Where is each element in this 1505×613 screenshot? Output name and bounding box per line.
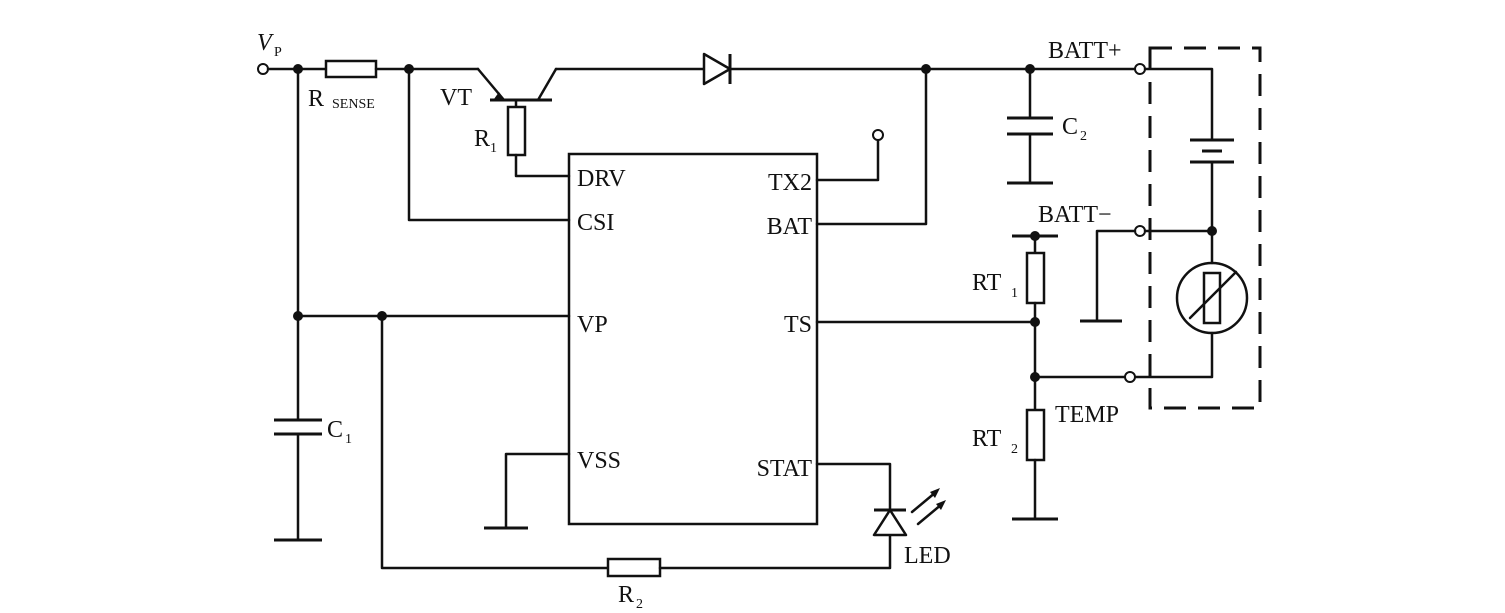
- svg-text:SENSE: SENSE: [332, 97, 375, 112]
- svg-text:2: 2: [1011, 442, 1018, 457]
- c1-label: C 1: [327, 417, 352, 447]
- wire-stat: [815, 462, 892, 512]
- svg-text:V: V: [257, 30, 274, 56]
- junction-vp-top: [293, 64, 303, 74]
- c2-capacitor: [1007, 116, 1053, 136]
- charger-ic-body: [567, 152, 819, 526]
- batt-plus-terminal: [1134, 63, 1146, 75]
- svg-text:P: P: [274, 45, 282, 60]
- svg-text:2: 2: [636, 597, 643, 612]
- wire-csi: [407, 67, 571, 222]
- wire-batt-minus-ground: [1095, 229, 1137, 323]
- svg-text:1: 1: [345, 432, 352, 447]
- temp-label: TEMP: [1055, 402, 1119, 428]
- rt2-resistor: [1025, 408, 1046, 462]
- c1-capacitor: [274, 418, 322, 436]
- r2-resistor: [606, 557, 662, 578]
- svg-text:1: 1: [490, 141, 497, 156]
- diode: [702, 52, 732, 86]
- batt-minus-terminal: [1134, 225, 1146, 237]
- wire-r2-to-led: [658, 533, 892, 570]
- batt-plus-label: BATT+: [1048, 38, 1122, 64]
- rt2-label: RT 2: [972, 426, 1018, 457]
- battery-cell: [1190, 138, 1234, 164]
- rsense-label: R SENSE: [308, 86, 375, 112]
- led-label: LED: [904, 543, 951, 569]
- r2-label: R 2: [618, 582, 643, 612]
- svg-text:R: R: [308, 86, 324, 112]
- svg-text:R: R: [618, 582, 634, 608]
- r1-resistor: [506, 105, 527, 157]
- pin-stat-label: STAT: [757, 456, 813, 482]
- vp-input-label: V P: [257, 30, 282, 60]
- rt1-label: RT 1: [972, 270, 1018, 301]
- temp-terminal: [1124, 371, 1136, 383]
- vt-label: VT: [440, 85, 472, 111]
- pin-bat-label: BAT: [767, 214, 813, 240]
- pack-thermistor: [1202, 271, 1222, 325]
- svg-text:C: C: [327, 417, 343, 443]
- tx2-terminal: [872, 129, 884, 141]
- led-emission-arrows: [910, 488, 946, 526]
- pin-csi-label: CSI: [577, 210, 614, 236]
- led-diode: [872, 508, 908, 537]
- wire-vss: [504, 452, 571, 530]
- pin-vss-label: VSS: [577, 448, 621, 474]
- svg-text:1: 1: [1011, 286, 1018, 301]
- wire-thermistor-to-temp: [1133, 331, 1214, 379]
- svg-text:2: 2: [1080, 129, 1087, 144]
- svg-text:RT: RT: [972, 426, 1002, 452]
- wire-pack-plus: [1143, 67, 1214, 142]
- rsense-resistor: [324, 59, 378, 79]
- wire-drv: [514, 153, 571, 178]
- r1-label: R 1: [474, 126, 497, 156]
- svg-text:RT: RT: [972, 270, 1002, 296]
- battery-pack-outline: [1148, 46, 1262, 410]
- vt-transistor: [476, 67, 558, 102]
- rt1-resistor: [1025, 251, 1046, 305]
- batt-minus-label: BATT−: [1038, 202, 1112, 228]
- pack-thermistor-slash: [1188, 270, 1238, 320]
- vp-input-terminal: [257, 63, 269, 75]
- pin-drv-label: DRV: [577, 166, 626, 192]
- wire-tx2: [815, 138, 880, 182]
- wire-bat: [815, 67, 928, 226]
- pin-tx2-label: TX2: [768, 170, 812, 196]
- wire-r2-branch: [380, 314, 610, 570]
- c2-label: C 2: [1062, 114, 1087, 144]
- svg-text:R: R: [474, 126, 490, 152]
- svg-text:C: C: [1062, 114, 1078, 140]
- pin-vp-label: VP: [577, 312, 608, 338]
- pin-ts-label: TS: [784, 312, 812, 338]
